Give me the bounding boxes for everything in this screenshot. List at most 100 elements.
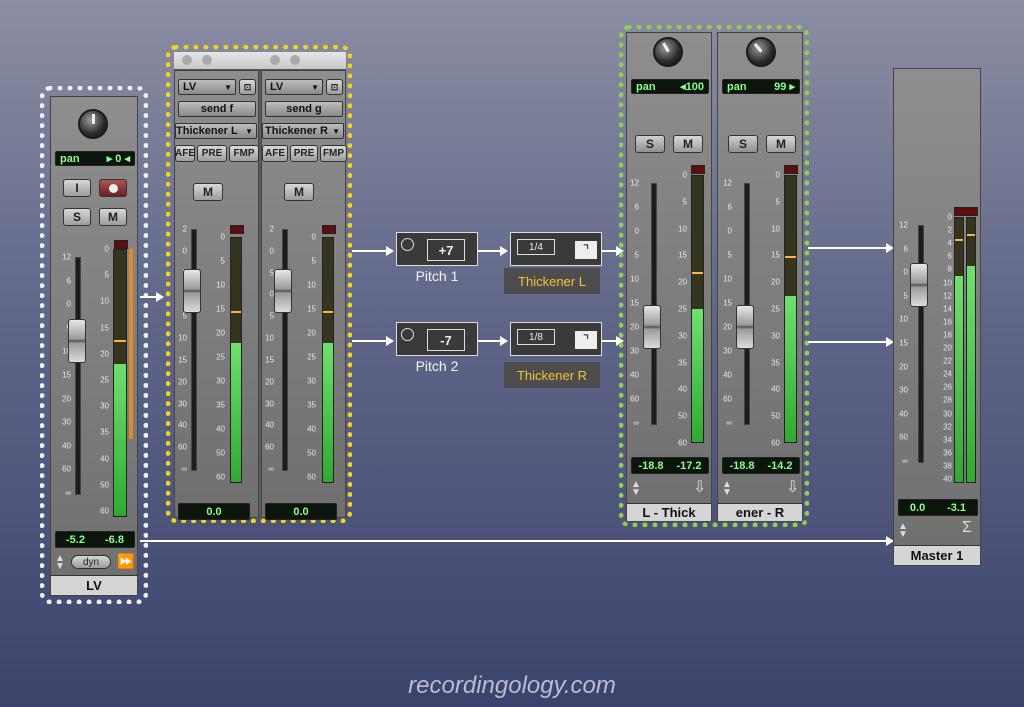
filter-curve-icon: ⌝	[575, 241, 597, 259]
scale-tick-label: ∞	[726, 418, 732, 428]
scale-tick-label: 0	[182, 246, 187, 256]
send-level-meter	[322, 237, 334, 483]
pan-knob[interactable]	[746, 37, 776, 67]
track-name[interactable]: ener - R	[718, 503, 802, 521]
updown-arrows-icon[interactable]: ▲▼	[898, 521, 908, 540]
pitch-plugin-1[interactable]: +7	[396, 232, 478, 266]
track-name[interactable]: L - Thick	[627, 503, 711, 521]
scale-tick-label: 2	[182, 224, 187, 234]
send-fmp-button[interactable]: FMP	[229, 145, 259, 162]
send-name-select[interactable]: send g	[265, 101, 343, 117]
scale-tick-label: 0	[104, 244, 109, 254]
send-afe-button[interactable]: AFE	[175, 145, 195, 162]
send-dest-select[interactable]: Thickener R▼	[262, 123, 344, 139]
fader-track	[75, 257, 81, 495]
volume-fader[interactable]	[736, 305, 754, 349]
pan-knob[interactable]	[653, 37, 683, 67]
dyn-button[interactable]: dyn	[71, 555, 111, 569]
updown-arrows-icon[interactable]: ▲▼	[631, 479, 641, 498]
level-meter	[784, 175, 797, 443]
track-name[interactable]: Master 1	[894, 545, 980, 565]
input-button[interactable]: I	[63, 179, 91, 197]
fast-forward-icon[interactable]: ⏩	[117, 553, 135, 569]
meter-peak-bar	[129, 249, 133, 439]
volume-fader[interactable]	[68, 319, 86, 363]
record-button[interactable]	[99, 179, 127, 197]
track-name[interactable]: LV	[51, 575, 137, 595]
scale-tick-label: 5	[775, 197, 780, 207]
pitch-plugin-2[interactable]: -7	[396, 322, 478, 356]
send-level-value: 0.0	[293, 505, 309, 518]
window-close-icon[interactable]	[182, 55, 192, 65]
level-right: -3.1	[947, 501, 967, 514]
updown-arrows-icon[interactable]: ▲▼	[722, 479, 732, 498]
send-track-select[interactable]: LV▼	[265, 79, 323, 95]
send-level-readout[interactable]: 0.0	[178, 503, 250, 520]
level-right: -6.8	[105, 533, 124, 546]
fader-track	[651, 183, 657, 425]
scale-tick-label: 40	[265, 420, 274, 430]
level-left: -18.8	[638, 459, 664, 472]
send-fader[interactable]	[274, 269, 292, 313]
pitch-plugin-name: Pitch 1	[415, 268, 459, 284]
level-meter	[113, 249, 127, 517]
scale-tick-label: 20	[100, 349, 109, 359]
solo-button[interactable]: S	[635, 135, 665, 153]
scale-tick-label: 12	[723, 178, 732, 188]
pan-display[interactable]: pan ▸ 0 ◂	[55, 151, 135, 166]
pan-knob[interactable]	[78, 109, 108, 139]
scale-tick-label: 60	[630, 394, 639, 404]
solo-button[interactable]: S	[728, 135, 758, 153]
scale-tick-label: 20	[899, 362, 908, 372]
scale-tick-label: 12	[630, 178, 639, 188]
scale-tick-label: 40	[216, 424, 225, 434]
send-clip-indicator	[322, 225, 336, 234]
scale-tick-label: 35	[678, 358, 687, 368]
window-minimize-icon[interactable]	[202, 55, 212, 65]
scale-tick-label: 25	[216, 352, 225, 362]
scale-tick-label: 24	[943, 369, 952, 379]
fader-track	[744, 183, 750, 425]
send-pre-button[interactable]: PRE	[197, 145, 227, 162]
sum-icon[interactable]: Σ	[962, 519, 972, 536]
thickener-ratio: 1/4	[517, 239, 555, 255]
send-pre-button[interactable]: PRE	[290, 145, 318, 162]
send-track-select[interactable]: LV▼	[178, 79, 236, 95]
updown-arrows-icon[interactable]: ▲▼	[55, 553, 65, 572]
send-window-icon[interactable]: ⊡	[326, 79, 343, 95]
send-afe-button[interactable]: AFE	[262, 145, 288, 162]
pan-display[interactable]: pan 99 ▸	[722, 79, 800, 94]
volume-fader[interactable]	[643, 305, 661, 349]
scale-tick-label: 10	[771, 224, 780, 234]
volume-fader[interactable]	[910, 263, 928, 307]
mute-button[interactable]: M	[99, 208, 127, 226]
scale-tick-label: 12	[899, 220, 908, 230]
send-fmp-button[interactable]: FMP	[320, 145, 347, 162]
send-mute-button[interactable]: M	[284, 183, 314, 201]
thickener-plugin-2[interactable]: 1/8 ⌝	[510, 322, 602, 356]
thickener-plugin-1[interactable]: 1/4 ⌝	[510, 232, 602, 266]
scale-tick-label: 0	[269, 246, 274, 256]
window-minimize-icon[interactable]	[290, 55, 300, 65]
send-dest-select[interactable]: Thickener L▼	[175, 123, 257, 139]
send-fader[interactable]	[183, 269, 201, 313]
level-left: 0.0	[909, 501, 926, 514]
mute-button[interactable]: M	[673, 135, 703, 153]
level-right: -14.2	[767, 459, 793, 472]
scale-tick-label: 0	[66, 299, 71, 309]
scale-tick-label: 50	[216, 448, 225, 458]
scale-tick-label: 12	[943, 291, 952, 301]
send-name-select[interactable]: send f	[178, 101, 256, 117]
scale-tick-label: 0	[903, 267, 908, 277]
scale-tick-label: 20	[771, 277, 780, 287]
mute-button[interactable]: M	[766, 135, 796, 153]
send-mute-button[interactable]: M	[193, 183, 223, 201]
down-arrow-icon[interactable]: ⇩	[693, 479, 707, 496]
down-arrow-icon[interactable]: ⇩	[786, 479, 800, 496]
solo-button[interactable]: S	[63, 208, 91, 226]
pan-display[interactable]: pan ◂100	[631, 79, 709, 94]
send-window-icon[interactable]: ⊡	[239, 79, 256, 95]
scale-tick-label: 22	[943, 356, 952, 366]
send-level-readout[interactable]: 0.0	[265, 503, 337, 520]
window-close-icon[interactable]	[270, 55, 280, 65]
